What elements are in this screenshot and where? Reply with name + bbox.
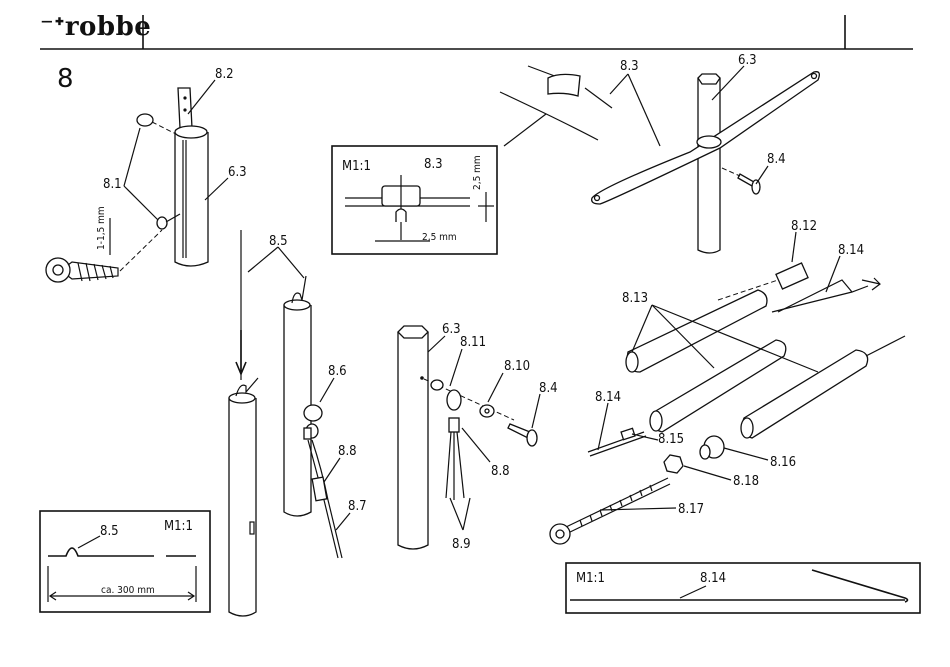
inset-scale-rod bbox=[566, 563, 920, 613]
label-8-6: 8.6 bbox=[328, 364, 347, 379]
label-8-9: 8.9 bbox=[452, 537, 471, 552]
inset-br-part: 8.14 bbox=[700, 571, 726, 586]
label-6-3-b: 6.3 bbox=[442, 322, 461, 337]
inset-bl-part: 8.5 bbox=[100, 524, 119, 539]
label-8-16: 8.16 bbox=[770, 455, 796, 470]
inset-top-dim-v: 2,5 mm bbox=[472, 155, 483, 190]
label-8-14-a: 8.14 bbox=[838, 243, 864, 258]
inset-top-part: 8.3 bbox=[424, 157, 443, 172]
inset-br-scale: M1:1 bbox=[576, 571, 605, 586]
label-8-8-b: 8.8 bbox=[491, 464, 510, 479]
label-8-10: 8.10 bbox=[504, 359, 530, 374]
label-8-4-a: 8.4 bbox=[539, 381, 558, 396]
inset-bl-dim: ca. 300 mm bbox=[101, 585, 155, 596]
label-8-13: 8.13 bbox=[622, 291, 648, 306]
label-8-15: 8.15 bbox=[658, 432, 684, 447]
label-8-4-b: 8.4 bbox=[767, 152, 786, 167]
label-1-1-5mm: 1-1,5 mm bbox=[96, 206, 107, 250]
figure-pole-with-screw-eyes bbox=[46, 80, 228, 282]
label-8-11: 8.11 bbox=[460, 335, 486, 350]
label-8-2: 8.2 bbox=[215, 67, 234, 82]
label-8-8-a: 8.8 bbox=[338, 444, 357, 459]
label-8-18: 8.18 bbox=[733, 474, 759, 489]
label-8-14-b: 8.14 bbox=[595, 390, 621, 405]
label-8-5-a: 8.5 bbox=[269, 234, 288, 249]
label-8-17: 8.17 bbox=[678, 502, 704, 517]
label-6-3-a: 6.3 bbox=[228, 165, 247, 180]
label-8-3-a: 8.3 bbox=[620, 59, 639, 74]
header-rules bbox=[40, 15, 913, 49]
inset-top-dim-h: 2,5 mm bbox=[422, 232, 457, 243]
label-6-3-c: 6.3 bbox=[738, 53, 757, 68]
inset-bl-scale: M1:1 bbox=[164, 519, 193, 534]
label-8-12: 8.12 bbox=[791, 219, 817, 234]
figure-tubes-with-wire bbox=[229, 230, 350, 616]
figure-rod-assembly bbox=[550, 232, 905, 544]
label-8-7: 8.7 bbox=[348, 499, 367, 514]
inset-top-scale: M1:1 bbox=[342, 159, 371, 174]
label-8-1: 8.1 bbox=[103, 177, 122, 192]
